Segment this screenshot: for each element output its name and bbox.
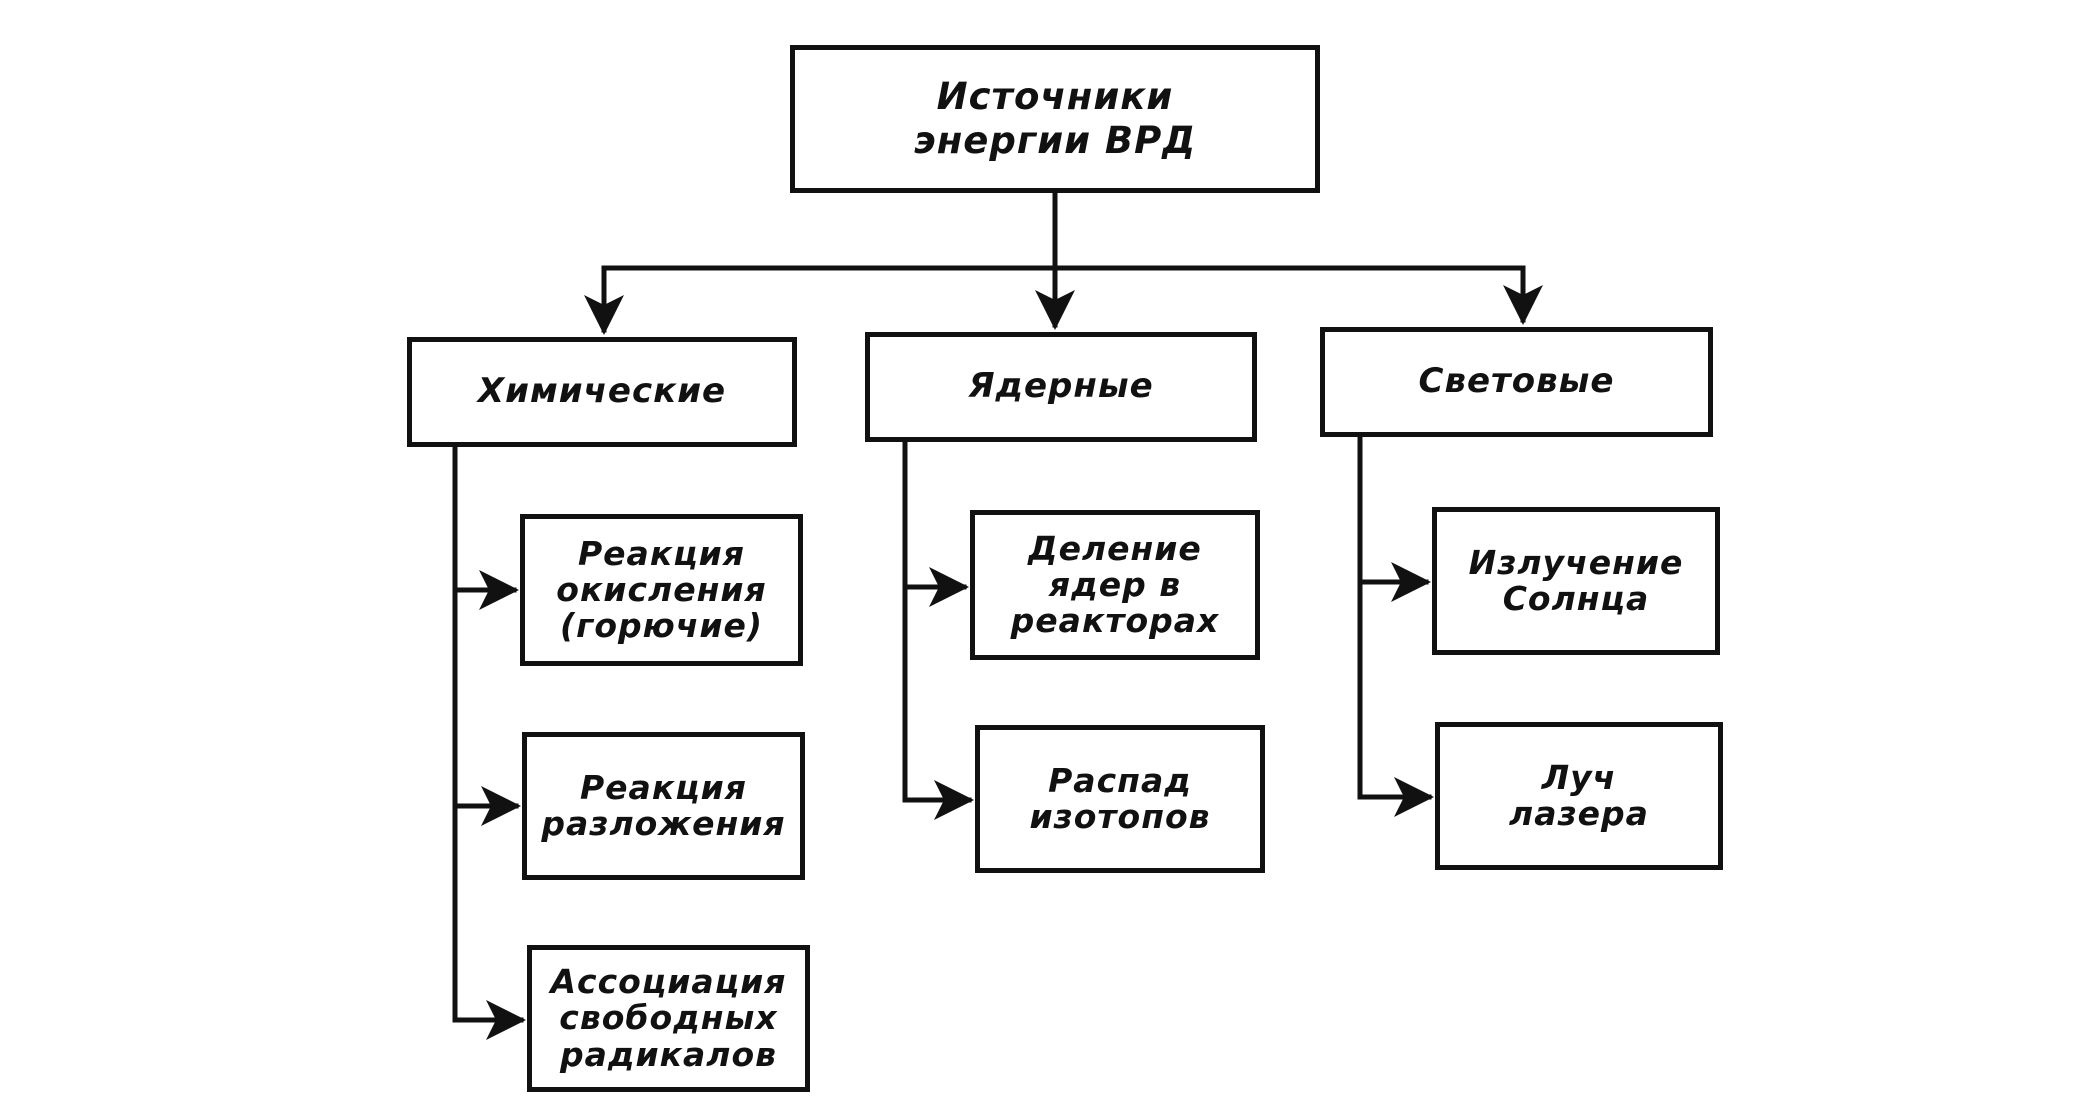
node-solar-radiation-label: Излучение Солнца xyxy=(1468,542,1684,618)
category-chemical: Химические xyxy=(407,337,797,447)
node-laser-beam: Луч лазера xyxy=(1435,722,1723,870)
node-isotope-decay-label: Распад изотопов xyxy=(1029,760,1211,836)
root-node: Источники энергии ВРД xyxy=(790,45,1320,193)
node-isotope-decay: Распад изотопов xyxy=(975,725,1265,873)
node-oxidation-reaction: Реакция окисления (горючие) xyxy=(520,514,803,666)
category-light: Световые xyxy=(1320,327,1713,437)
category-light-label: Световые xyxy=(1418,361,1615,402)
root-label: Источники энергии ВРД xyxy=(913,74,1197,162)
category-nuclear-label: Ядерные xyxy=(968,366,1154,407)
category-nuclear: Ядерные xyxy=(865,332,1257,442)
node-solar-radiation: Излучение Солнца xyxy=(1432,507,1720,655)
node-radical-association-label: Ассоциация свободных радикалов xyxy=(550,962,787,1074)
node-decomposition-reaction-label: Реакция разложения xyxy=(541,767,786,843)
node-oxidation-reaction-label: Реакция окисления (горючие) xyxy=(556,533,767,646)
node-nuclear-fission: Деление ядер в реакторах xyxy=(970,510,1260,660)
category-chemical-label: Химические xyxy=(477,371,727,412)
node-laser-beam-label: Луч лазера xyxy=(1509,757,1649,833)
node-radical-association: Ассоциация свободных радикалов xyxy=(527,945,810,1092)
node-decomposition-reaction: Реакция разложения xyxy=(522,732,805,880)
node-nuclear-fission-label: Деление ядер в реакторах xyxy=(1010,528,1220,641)
